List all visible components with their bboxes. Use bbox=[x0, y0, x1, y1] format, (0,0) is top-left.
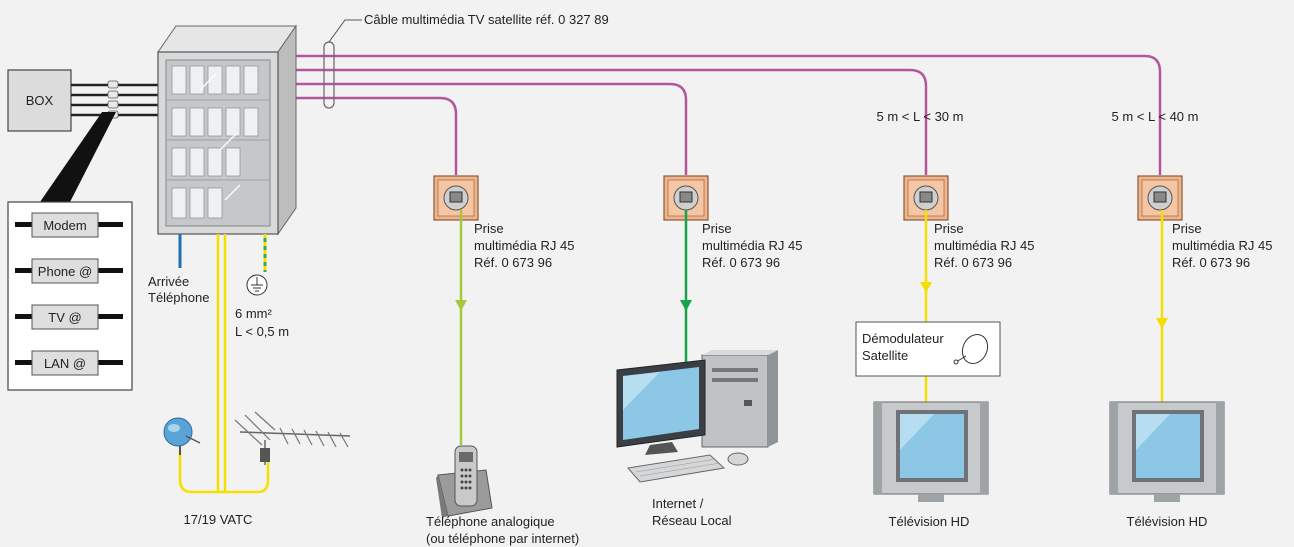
svg-text:LAN @: LAN @ bbox=[44, 356, 86, 371]
lan-output-line bbox=[680, 210, 692, 365]
multimedia-cables bbox=[280, 54, 1162, 175]
hd-television-icon-2 bbox=[1109, 401, 1225, 502]
hd-television-icon-1 bbox=[873, 401, 989, 502]
socket-label-2: Prise multimédia RJ 45 Réf. 0 673 96 bbox=[702, 221, 806, 270]
ground-spec: 6 mm² L < 0,5 m bbox=[235, 306, 289, 339]
module-phone: Phone @ bbox=[15, 258, 123, 284]
demodulator-label: Démodulateur Satellite bbox=[862, 331, 947, 363]
demodulator-box bbox=[855, 321, 1001, 377]
computer-icon bbox=[616, 350, 778, 483]
phone-output-line bbox=[455, 210, 467, 445]
phone-arrival-label: Arrivée Téléphone bbox=[148, 274, 209, 305]
box bbox=[7, 69, 72, 132]
svg-text:TV @: TV @ bbox=[48, 310, 81, 325]
telephone-icon bbox=[436, 445, 493, 518]
distribution-enclosure bbox=[157, 24, 297, 236]
tv-label-1: Télévision HD bbox=[889, 514, 970, 529]
socket-label-3: Prise multimédia RJ 45 Réf. 0 673 96 bbox=[934, 221, 1038, 270]
svg-text:Phone @: Phone @ bbox=[38, 264, 92, 279]
rj45-socket-3 bbox=[903, 175, 949, 221]
box-wires bbox=[71, 83, 165, 117]
coax-cables bbox=[178, 234, 270, 494]
cable-label: Câble multimédia TV satellite réf. 0 327… bbox=[364, 12, 609, 27]
satellite-dish-icon bbox=[163, 417, 201, 455]
rj45-socket-1 bbox=[433, 175, 479, 221]
tv-antenna-icon bbox=[234, 411, 351, 465]
socket-label-1: Prise multimédia RJ 45 Réf. 0 673 96 bbox=[474, 221, 578, 270]
computer-device-label: Internet / Réseau Local bbox=[652, 496, 732, 528]
phone-device-label: Téléphone analogique (ou téléphone par i… bbox=[426, 514, 579, 546]
cable-to-socket-4 bbox=[280, 54, 1162, 175]
tv-output-line-2 bbox=[1156, 210, 1168, 402]
tv-output-line-1 bbox=[920, 210, 932, 402]
socket-label-4: Prise multimédia RJ 45 Réf. 0 673 96 bbox=[1172, 221, 1276, 270]
box-label: BOX bbox=[26, 93, 54, 108]
module-lan: LAN @ bbox=[15, 350, 123, 376]
mini-dish-icon bbox=[953, 333, 989, 365]
module-callout bbox=[40, 112, 116, 202]
ground-icon bbox=[246, 274, 268, 296]
module-modem: Modem bbox=[15, 212, 123, 238]
rj45-socket-4 bbox=[1137, 175, 1183, 221]
svg-text:Modem: Modem bbox=[43, 218, 86, 233]
cable-to-socket-3 bbox=[280, 68, 928, 175]
module-tv: TV @ bbox=[15, 304, 123, 330]
cable-label-leader bbox=[328, 19, 362, 43]
length-label-1: 5 m < L < 30 m bbox=[877, 109, 964, 124]
tv-label-2: Télévision HD bbox=[1127, 514, 1208, 529]
cable-to-socket-1 bbox=[280, 96, 458, 175]
antenna-label: 17/19 VATC bbox=[184, 512, 253, 527]
length-label-2: 5 m < L < 40 m bbox=[1112, 109, 1199, 124]
cable-to-socket-2 bbox=[280, 82, 688, 175]
